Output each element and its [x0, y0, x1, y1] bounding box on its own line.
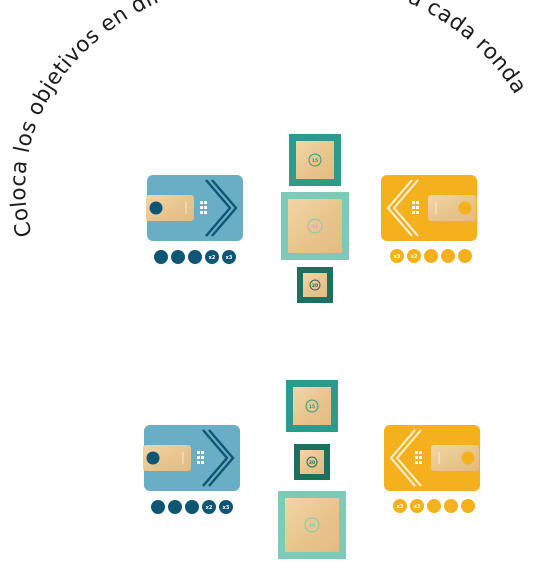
- yellow-chevron-outer: [395, 429, 422, 487]
- svg-text:15: 15: [309, 404, 315, 410]
- yellow-token-label: x2: [414, 504, 421, 510]
- yellow-pawn-icon: [458, 201, 472, 215]
- yellow-wood-piece: [431, 445, 479, 471]
- yellow-token: [427, 499, 441, 513]
- blue-token-label: x3: [223, 505, 230, 511]
- blue-token: [222, 250, 236, 264]
- setup-2: x2 x3 15 20 10: [143, 380, 480, 559]
- blue-token: [171, 250, 185, 264]
- blue-token-row: x2 x3: [154, 250, 236, 264]
- blue-token: [168, 500, 182, 514]
- blue-token: [202, 500, 216, 514]
- blue-pawn-icon: [149, 201, 163, 215]
- yellow-token: [424, 249, 438, 263]
- yellow-chevron-outer: [392, 179, 419, 237]
- target-icon: [304, 517, 320, 533]
- blue-token-label: x2: [209, 255, 216, 261]
- blue-token-label: x3: [226, 255, 233, 261]
- yellow-token: [393, 499, 407, 513]
- blue-token: [185, 500, 199, 514]
- blue-wood-piece: [143, 445, 191, 471]
- blue-token-row: x2 x3: [151, 500, 233, 514]
- blue-chevron-inner: [211, 179, 238, 237]
- blue-board-bg: [144, 425, 240, 491]
- svg-text:20: 20: [312, 283, 318, 289]
- large-mint-target: 10: [281, 192, 349, 260]
- yellow-token: [458, 249, 472, 263]
- target-icon: [306, 456, 318, 468]
- yellow-token-label: x3: [397, 504, 404, 510]
- yellow-token: [390, 249, 404, 263]
- tiny-dark-target: 20: [297, 267, 333, 303]
- yellow-pawn-icon: [461, 451, 475, 465]
- yellow-chevron-inner: [386, 179, 413, 237]
- blue-pawn-icon: [146, 451, 160, 465]
- yellow-chevron-inner: [389, 429, 416, 487]
- yellow-token-label: x3: [394, 254, 401, 260]
- svg-text:10: 10: [309, 523, 315, 529]
- yellow-token: [461, 499, 475, 513]
- target-icon: [309, 279, 321, 291]
- yellow-wood-piece: [428, 195, 476, 221]
- yellow-player-board: [381, 175, 477, 241]
- blue-dice-icon: [200, 201, 207, 214]
- target-icon: [308, 153, 322, 167]
- yellow-token-row: x3 x2: [390, 249, 472, 263]
- blue-board-bg: [147, 175, 243, 241]
- yellow-dice-icon: [412, 201, 419, 214]
- yellow-token: [441, 249, 455, 263]
- setup-1: x2 x3 15 10 20: [146, 134, 477, 303]
- tiny-dark-target: 20: [294, 444, 330, 480]
- large-mint-target: 10: [278, 491, 346, 559]
- small-teal-target: 15: [286, 380, 338, 432]
- yellow-token: [407, 249, 421, 263]
- yellow-token-label: x2: [411, 254, 418, 260]
- small-teal-target: 15: [289, 134, 341, 186]
- yellow-player-board: [384, 425, 480, 491]
- blue-token: [219, 500, 233, 514]
- blue-token: [154, 250, 168, 264]
- blue-token: [188, 250, 202, 264]
- blue-chevron-inner: [208, 429, 235, 487]
- yellow-token-row: x3 x2: [393, 499, 475, 513]
- blue-wood-piece: [146, 195, 194, 221]
- svg-text:20: 20: [309, 460, 315, 466]
- yellow-dice-icon: [415, 451, 422, 464]
- svg-text:15: 15: [312, 158, 318, 164]
- yellow-token: [444, 499, 458, 513]
- target-icon: [305, 399, 319, 413]
- blue-player-board: [143, 425, 240, 491]
- blue-chevron-outer: [202, 429, 229, 487]
- blue-token: [205, 250, 219, 264]
- yellow-token: [410, 499, 424, 513]
- blue-chevron-outer: [205, 179, 232, 237]
- blue-player-board: [146, 175, 243, 241]
- blue-token-label: x2: [206, 505, 213, 511]
- blue-dice-icon: [197, 451, 204, 464]
- blue-token: [151, 500, 165, 514]
- svg-text:10: 10: [312, 224, 318, 230]
- target-icon: [307, 218, 323, 234]
